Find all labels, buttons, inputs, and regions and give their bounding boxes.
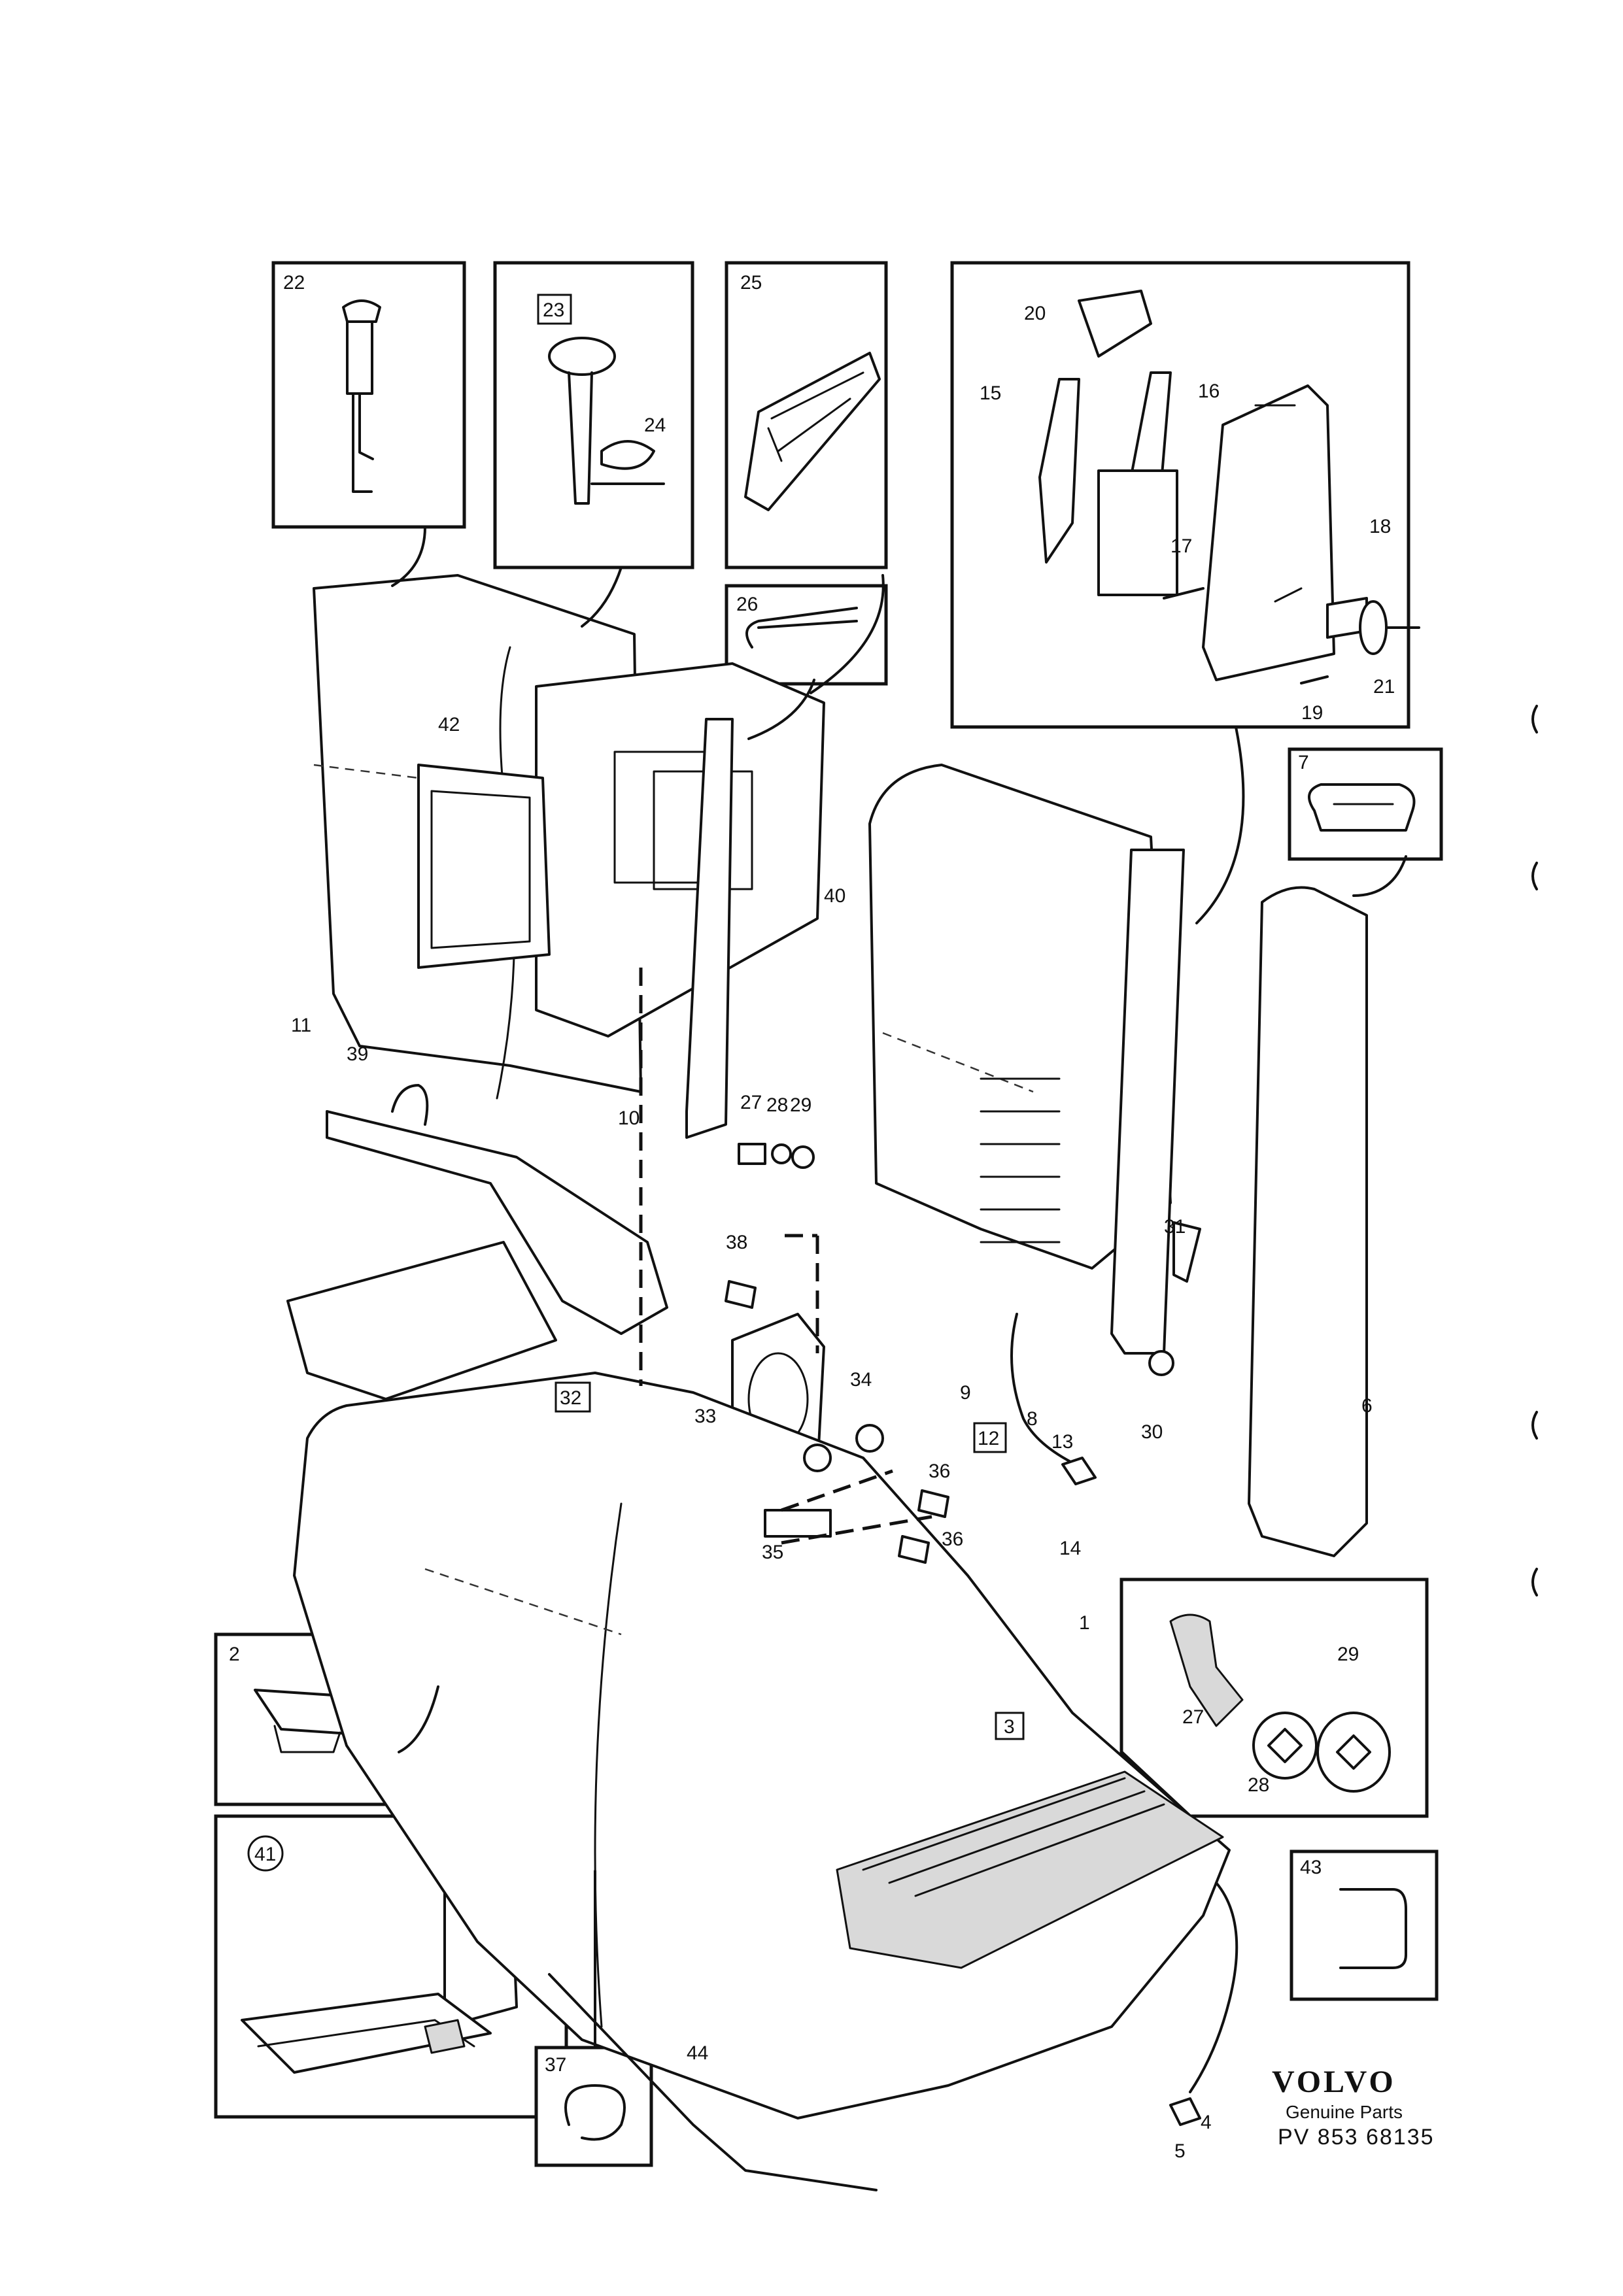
label-1: 1 xyxy=(1079,1612,1090,1634)
label-25: 25 xyxy=(740,272,762,294)
small-parts xyxy=(725,1143,1201,1564)
label-13: 13 xyxy=(1051,1431,1073,1453)
label-9: 9 xyxy=(960,1382,971,1404)
label-27b: 27 xyxy=(1182,1706,1204,1728)
label-8: 8 xyxy=(1027,1408,1038,1430)
label-box-23 xyxy=(537,294,572,325)
label-41: 41 xyxy=(254,1844,276,1865)
label-43: 43 xyxy=(1300,1857,1322,1878)
side-panel-6 xyxy=(1248,886,1368,1557)
label-39: 39 xyxy=(347,1043,368,1065)
label-27: 27 xyxy=(740,1092,762,1113)
label-19: 19 xyxy=(1301,702,1323,724)
inset-7 xyxy=(1288,747,1443,861)
label-28: 28 xyxy=(766,1094,788,1116)
label-42: 42 xyxy=(438,714,460,735)
backrest-frame-40 xyxy=(417,662,825,1139)
label-circle-41 xyxy=(247,1835,284,1872)
brand-block: VOLVO Genuine Parts PV 853 68135 xyxy=(1272,2065,1435,2150)
label-22: 22 xyxy=(283,272,305,294)
label-box-12 xyxy=(973,1422,1007,1453)
inset-25 xyxy=(725,261,888,569)
label-6: 6 xyxy=(1361,1395,1373,1417)
inset-arrows xyxy=(391,526,1407,2049)
label-29: 29 xyxy=(790,1094,811,1116)
rod-44 xyxy=(548,1973,878,2191)
label-29b: 29 xyxy=(1337,1644,1359,1665)
label-26: 26 xyxy=(736,594,758,615)
label-36b: 36 xyxy=(942,1528,963,1550)
label-30: 30 xyxy=(1141,1421,1163,1443)
brand-tagline: Genuine Parts xyxy=(1286,2102,1403,2122)
label-11: 11 xyxy=(291,1015,311,1036)
label-2: 2 xyxy=(229,1644,240,1665)
label-18: 18 xyxy=(1369,516,1391,537)
label-5: 5 xyxy=(1174,2140,1186,2162)
label-20: 20 xyxy=(1024,303,1046,324)
margin-scan-marks xyxy=(1531,705,1538,1596)
brand-name: VOLVO xyxy=(1272,2065,1396,2099)
label-17: 17 xyxy=(1170,535,1192,557)
label-7: 7 xyxy=(1298,752,1309,773)
label-24: 24 xyxy=(644,414,666,436)
right-backrest xyxy=(868,764,1185,1355)
label-36: 36 xyxy=(929,1460,950,1482)
inset-22 xyxy=(271,261,466,529)
brand-code: PV 853 68135 xyxy=(1278,2125,1435,2150)
label-box-3 xyxy=(995,1712,1025,1740)
inset-37 xyxy=(534,2046,653,2167)
label-15: 15 xyxy=(980,382,1001,404)
label-16: 16 xyxy=(1198,380,1220,402)
label-14: 14 xyxy=(1059,1538,1081,1559)
label-44: 44 xyxy=(687,2042,708,2064)
label-34: 34 xyxy=(850,1369,872,1391)
label-3: 3 xyxy=(1004,1716,1015,1738)
inset-23-24 xyxy=(493,261,694,569)
label-37: 37 xyxy=(545,2054,566,2076)
inset-27-29 xyxy=(1119,1578,1429,1818)
label-12: 12 xyxy=(978,1428,999,1449)
label-21: 21 xyxy=(1373,676,1395,698)
label-box-32 xyxy=(555,1381,591,1413)
label-35: 35 xyxy=(762,1542,783,1563)
label-33: 33 xyxy=(694,1406,716,1427)
cushion-39 xyxy=(286,1084,668,1400)
label-40: 40 xyxy=(824,885,846,907)
label-32: 32 xyxy=(560,1387,581,1409)
dashed-leader-b xyxy=(781,1469,932,1545)
label-23: 23 xyxy=(543,299,564,321)
label-31: 31 xyxy=(1164,1216,1186,1238)
inset-15-21 xyxy=(950,261,1420,729)
wiring-4-5 xyxy=(1169,1882,1239,2126)
dashed-leader-a xyxy=(639,968,819,1386)
wiring-13-14 xyxy=(1010,1313,1097,1485)
label-10: 10 xyxy=(618,1107,640,1129)
inset-43 xyxy=(1290,1849,1439,2001)
inset-26 xyxy=(725,584,888,686)
seat-cushion-1 xyxy=(293,1372,1231,2119)
label-4: 4 xyxy=(1201,2112,1212,2133)
label-38: 38 xyxy=(726,1232,747,1253)
label-28b: 28 xyxy=(1248,1774,1269,1796)
